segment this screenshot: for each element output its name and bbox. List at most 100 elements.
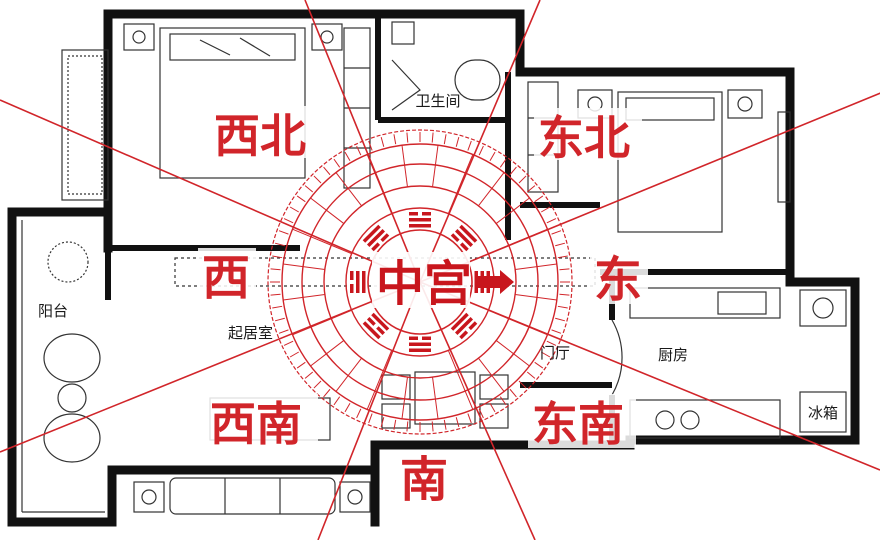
- room-label-foyer: 门厅: [540, 344, 570, 362]
- outer-ring-tick: [555, 317, 566, 322]
- trigram-line: [371, 312, 390, 331]
- outer-ring-tick: [289, 206, 300, 213]
- outer-ring-tick: [431, 421, 434, 432]
- ring-tick: [515, 294, 538, 298]
- trigram: [362, 312, 390, 340]
- direction-west: 西: [202, 250, 250, 306]
- ring-tick: [366, 154, 376, 174]
- outer-ring-tick: [272, 305, 283, 309]
- center-palace-label: 中宫: [376, 256, 472, 312]
- trigram-line: [459, 330, 469, 340]
- trigram-line: [350, 271, 354, 280]
- trigram-line: [455, 317, 474, 336]
- outer-ring-tick: [304, 185, 314, 193]
- outer-ring-tick: [368, 140, 373, 151]
- ring-ticks: [270, 132, 570, 432]
- outer-ring-tick: [406, 132, 409, 143]
- room-label-fridge: 冰箱: [808, 404, 838, 422]
- outer-ring-tick: [499, 396, 507, 406]
- outer-ring-tick: [283, 340, 294, 346]
- ring-tick: [283, 296, 304, 301]
- ring-tick: [331, 309, 352, 320]
- outer-ring-tick: [323, 166, 331, 176]
- outer-ring-tick: [274, 242, 285, 247]
- ring-tick: [326, 340, 345, 355]
- outer-ring-tick: [380, 417, 385, 428]
- outer-ring-tick: [274, 317, 285, 322]
- west-label-bg: [198, 248, 256, 302]
- ring-tick: [508, 236, 530, 246]
- ring-tick: [302, 266, 325, 270]
- trigram-line: [350, 284, 354, 293]
- ring-tick: [488, 244, 509, 255]
- direction-east: 东: [594, 252, 642, 308]
- southeast-label-bg: [528, 394, 636, 448]
- ring-tick: [513, 353, 530, 367]
- ring-tick: [478, 188, 493, 207]
- direction-south: 南: [400, 452, 448, 508]
- outer-ring-tick: [380, 136, 385, 147]
- trigrams: [350, 212, 490, 352]
- outer-ring-tick: [443, 419, 447, 430]
- outer-ring-tick: [296, 195, 306, 203]
- trigram-line: [409, 224, 431, 228]
- trigram-line: [468, 321, 478, 331]
- trigram-line: [356, 271, 360, 293]
- ring-tick: [536, 296, 557, 301]
- outer-ring-tick: [534, 361, 544, 369]
- ring-tick: [447, 350, 458, 371]
- trigram-line: [362, 271, 366, 293]
- ring-tick: [456, 370, 466, 392]
- ring-tick: [478, 357, 493, 376]
- outer-ring-tick: [356, 408, 362, 419]
- trigram-line: [366, 317, 376, 326]
- trigram-line: [474, 271, 478, 293]
- center-label-bg: [372, 252, 470, 308]
- trigram-line: [371, 242, 381, 252]
- ring-tick: [513, 197, 530, 211]
- ring-tick: [326, 209, 345, 224]
- ring-tick: [401, 145, 406, 166]
- outer-ring-tick: [478, 145, 484, 156]
- outer-ring-tick: [368, 413, 373, 424]
- outer-ring-tick: [467, 413, 472, 424]
- outer-ring-tick: [304, 371, 314, 379]
- ring-tick: [508, 318, 530, 328]
- ring-tick: [374, 370, 384, 392]
- ring-tick: [528, 326, 548, 336]
- ring-tick: [366, 390, 376, 410]
- outer-ring-tick: [278, 329, 289, 334]
- ring-tick: [495, 340, 514, 355]
- trigram-line: [422, 336, 431, 340]
- outer-ring-tick: [509, 166, 517, 176]
- trigram: [450, 312, 478, 340]
- ring-tick: [515, 266, 538, 270]
- outer-ring-tick: [272, 255, 283, 259]
- outer-ring-tick: [356, 145, 362, 156]
- outer-ring-tick: [499, 158, 507, 168]
- outer-ring-tick: [559, 268, 570, 271]
- outer-ring-tick: [443, 134, 447, 145]
- compass-rings: [267, 129, 573, 435]
- east-arrow-icon: [478, 270, 514, 294]
- outer-ring-tick: [455, 417, 460, 428]
- floor-plan: [7, 9, 860, 527]
- trigram-line: [366, 228, 385, 247]
- outer-ring-tick: [289, 351, 300, 358]
- outer-ring-tick: [551, 230, 562, 235]
- outer-ring-tick: [406, 421, 409, 432]
- ring-tick: [283, 263, 304, 268]
- trigram: [409, 336, 431, 352]
- direction-southwest: 西南: [210, 397, 302, 451]
- ring-tick: [401, 398, 406, 419]
- south-label-bg: [396, 450, 454, 504]
- outer-ring-tick: [546, 218, 557, 224]
- northeast-label-bg: [534, 108, 642, 160]
- trigram: [362, 224, 390, 252]
- ring-tick: [495, 209, 514, 224]
- ring-tick: [374, 172, 384, 194]
- outer-ring-tick: [489, 151, 496, 162]
- detail-lines: [21, 21, 847, 515]
- outer-ring-tick: [489, 402, 496, 413]
